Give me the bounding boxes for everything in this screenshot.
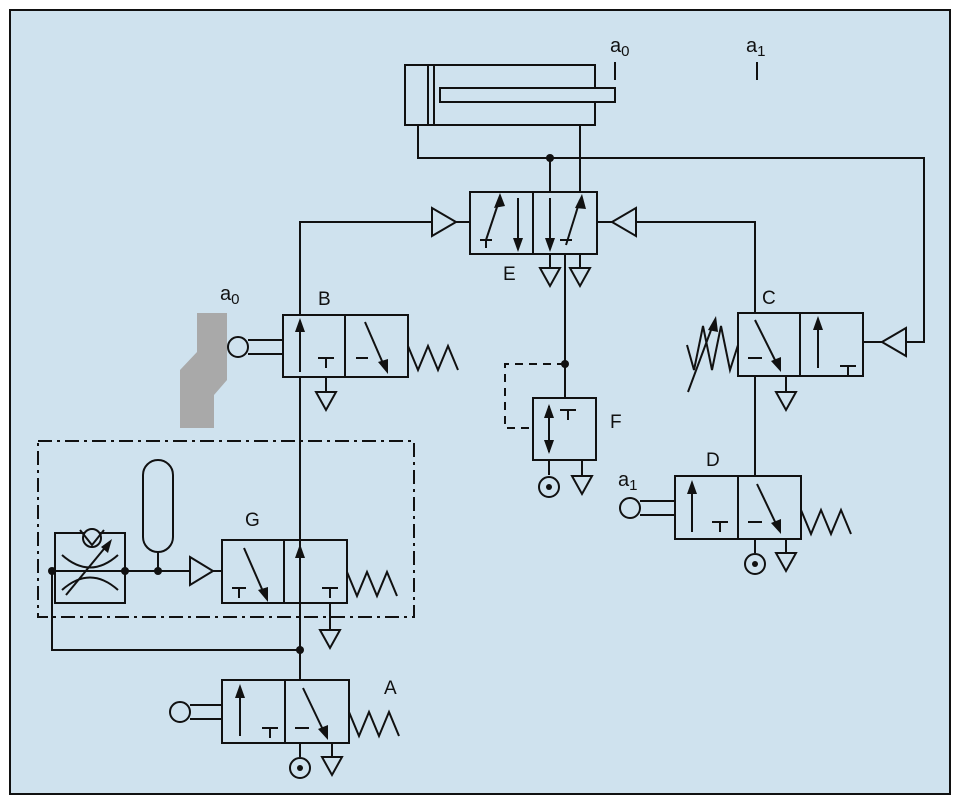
- line-b-to-e: [299, 221, 432, 315]
- valve-b-label: B: [318, 289, 331, 310]
- cylinder-a0-label: a0: [610, 35, 629, 60]
- valve-f-label: F: [610, 412, 622, 433]
- valve-g-label: G: [245, 510, 260, 531]
- time-delay-module: [37, 440, 415, 618]
- valve-b: [227, 314, 459, 413]
- cylinder-a1-label: a1: [746, 35, 765, 60]
- valve-d: [619, 475, 852, 575]
- valve-a-label: A: [384, 678, 397, 699]
- cylinder-lines: [417, 125, 925, 343]
- valve-e-label: E: [503, 264, 516, 285]
- throttle-check-valve: [48, 528, 126, 604]
- air-reservoir: [142, 459, 174, 571]
- pneumatic-cylinder: [404, 62, 758, 126]
- valve-c: [686, 312, 907, 413]
- valve-c-label: C: [762, 288, 776, 309]
- diagram-background: [9, 9, 951, 795]
- valve-e: [431, 191, 637, 289]
- valve-d-sensor-label: a1: [618, 469, 637, 494]
- valve-d-label: D: [706, 450, 720, 471]
- cylinder-cam: [180, 313, 227, 428]
- line-c-to-e: [636, 221, 756, 313]
- valve-g: [221, 539, 398, 651]
- module-lines: [121, 555, 222, 587]
- valve-a: [169, 679, 400, 779]
- valve-b-sensor-label: a0: [220, 283, 239, 308]
- main-supply-line: [51, 377, 304, 680]
- supply-line-e-f: [504, 254, 569, 429]
- valve-f: [532, 397, 597, 498]
